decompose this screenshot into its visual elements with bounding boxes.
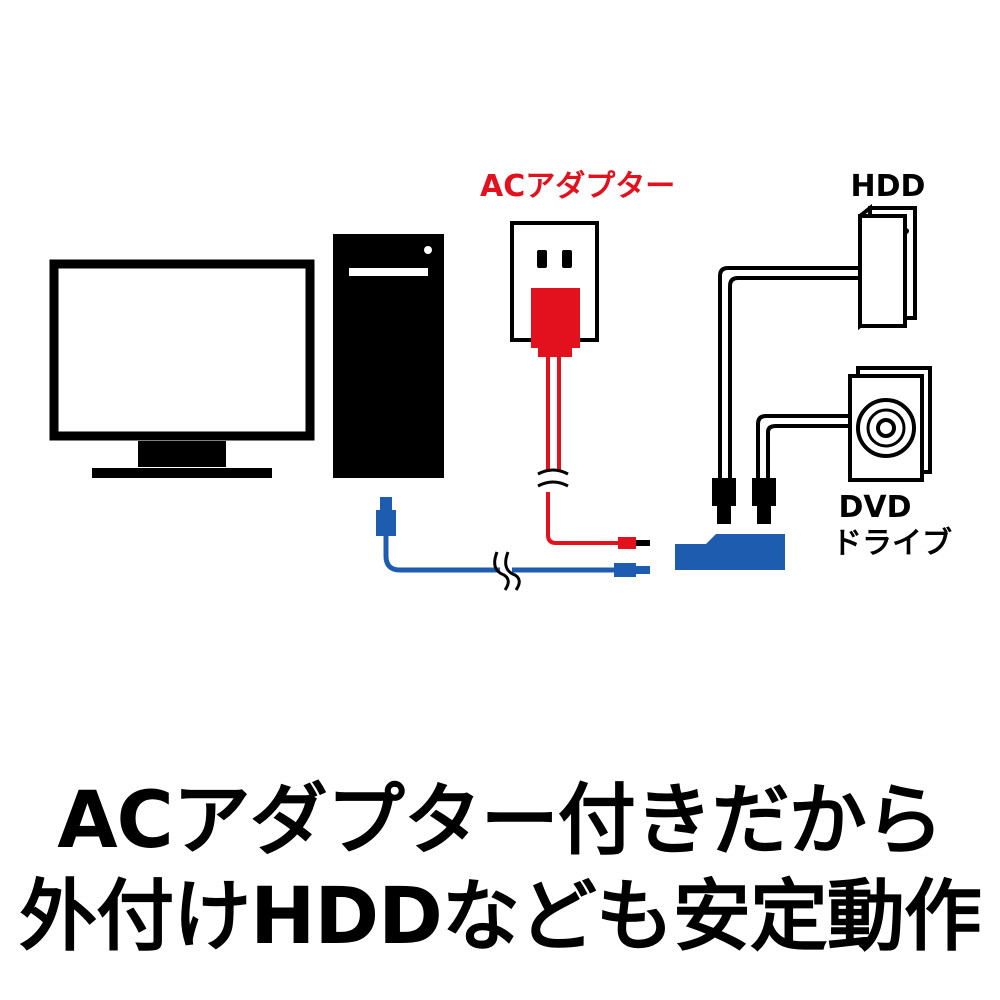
ac-adapter-icon [510,221,650,549]
ac-adapter-label: ACアダプター [480,169,675,204]
dvd-drive-icon [848,366,932,482]
usb-sata-converter-icon [675,534,785,570]
hdd-icon [858,203,917,331]
headline-line-1: ACアダプター付きだから [57,776,944,866]
hdd-label: HDD [851,169,926,204]
usb-cable [376,497,650,591]
dvd-label: DVD [838,490,911,525]
pc-tower-icon [333,234,444,478]
sata-cables [712,266,860,524]
monitor-icon [49,259,315,478]
drive-label: ドライブ [832,526,952,561]
headline-line-2: 外付けHDDなども安定動作 [19,872,982,962]
